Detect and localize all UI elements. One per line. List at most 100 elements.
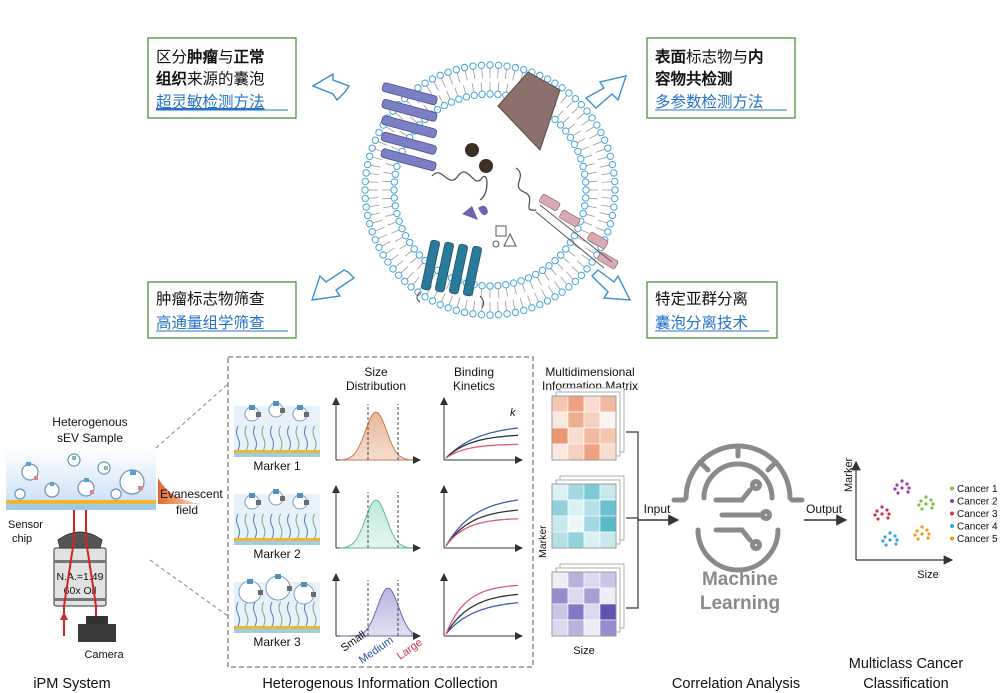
lipid-head [393,209,401,218]
lipid-head [414,84,422,92]
aptamer-strand [261,425,266,451]
evanescent-field-shape [158,478,204,504]
lipid-head [565,283,573,291]
input-label: Input [644,502,671,516]
cluster-point [930,506,934,510]
aptamer-strand [295,425,300,451]
lipid-head [577,155,585,163]
lipid-head [477,61,486,69]
lipid-head [371,236,380,244]
lipid-head [611,177,619,186]
size-header-2: Distribution [346,379,406,393]
ipm-caption: iPM System [33,676,110,692]
information-matrix [551,563,625,637]
aptamer-strand [312,425,317,451]
sensor-label-2: chip [12,533,32,545]
box-tr-link[interactable]: 多参数检测方法 [655,93,764,111]
gold-film [234,450,320,453]
lipid-head [368,144,376,152]
box-bottom-left: 肿瘤标志物筛查 高通量组学筛查 [147,281,297,339]
box-bl-link[interactable]: 高通量组学筛查 [156,314,265,332]
box-tl-text-a: 区分 [156,48,187,66]
legend-label: Cancer 3 [957,509,998,520]
box-tl-text-d: 正常 [234,47,265,66]
lipid-head [486,90,494,98]
molecule-circle [492,240,500,248]
lipid-head [582,186,590,194]
sensor-glass [6,504,156,510]
lipid-head [469,62,477,70]
lipid-head [502,280,510,289]
classification-x-label: Size [917,569,938,581]
box-tr-text-c: 内 [748,47,764,66]
lipid-head [410,245,418,253]
lipid-head [574,147,582,156]
lipid-head [588,258,596,266]
lipid-head [398,224,406,233]
legend-swatch [950,524,954,528]
surface-protein [287,586,292,591]
lipid-head [494,281,502,290]
matrix-cell [567,411,585,429]
matrix-cell [599,483,617,501]
matrix-cell [551,587,569,605]
camera-label: Camera [84,649,124,661]
matrix-cell [599,443,617,461]
size-large-label: Large [395,636,425,662]
box-tl-link[interactable]: 超灵敏检测方法 [156,93,265,111]
lipid-head [421,79,429,87]
box-br-link[interactable]: 囊泡分离技术 [655,314,748,332]
matrix-cell [583,427,601,445]
gold-film [234,538,320,541]
matrix-cell [583,603,601,621]
marker-label: Marker 3 [253,635,301,649]
lipid-head [606,220,615,228]
arrow-to-bottom-right [591,269,632,301]
aptamer-strand [295,601,300,627]
lipid-head [486,61,494,69]
box-bl-text: 肿瘤标志物筛查 [156,290,265,308]
lipid-head [447,98,456,106]
lipid-head [545,262,553,270]
lipid-head [580,170,589,178]
cargo-particle [479,159,493,173]
sensor-glass [234,541,320,545]
cluster-point [920,507,924,511]
lipid-head [543,297,552,305]
lipid-head [606,152,615,160]
box-top-left: 区分肿瘤与正常 组织来源的囊泡 超灵敏检测方法 [147,37,297,119]
legend-label: Cancer 4 [957,522,998,533]
information-matrix [551,475,625,549]
lipid-head [610,203,618,211]
cluster-point [924,502,928,506]
matrix-cell [583,483,601,501]
aptamer-strand [295,513,300,539]
matrix-y-label: Marker [537,525,549,558]
lipid-head [556,121,565,129]
lipid-head [517,277,525,285]
lipid-head [428,75,437,83]
surface-protein [247,579,253,584]
lipid-head [551,293,559,301]
cluster-point [896,491,900,495]
lipid-head [362,169,370,177]
aptamer-strand [278,601,283,627]
lipid-head [593,121,601,129]
aptamer-strand [304,513,308,539]
purple-receptor [380,82,438,172]
vesicle-illustration [361,61,619,319]
cluster-point [888,538,892,542]
box-tr-text-b: 标志物与 [686,48,748,66]
size-distribution-curve [340,587,413,637]
cluster-point [881,539,885,543]
surface-protein [256,412,261,417]
matrix-cell [599,499,617,517]
binding-curve [445,427,519,459]
aptamer-strand [278,425,283,451]
cluster-point [885,508,889,512]
lipid-head [390,186,398,194]
svg-text:组织来源的囊泡: 组织来源的囊泡 [156,69,265,88]
matrix-cell [567,587,585,605]
cluster-point [916,537,920,541]
